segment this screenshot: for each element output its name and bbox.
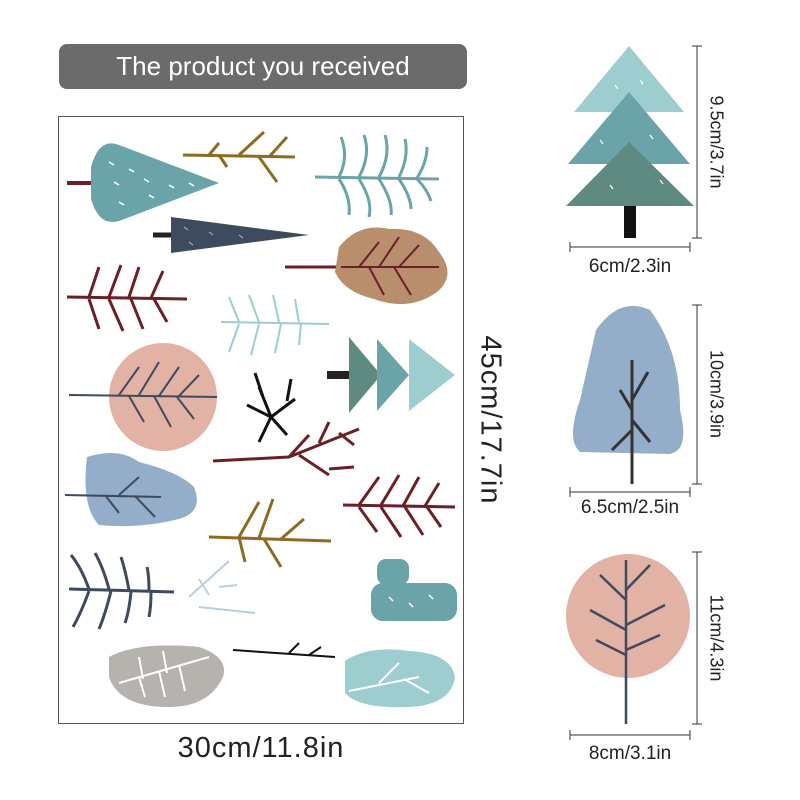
pink-round-tree-sticker [68,343,218,451]
maroon-needle-branch-2-sticker [342,474,456,538]
pine-tree-sample [566,46,694,238]
sticker-sheet [58,116,464,724]
teal-block-sticker [371,559,457,621]
navy-fan-leaf-sticker [153,217,309,253]
light-teal-fern-sticker [220,294,330,356]
pink-tree-height-label: 11cm/4.3in [706,594,727,682]
sheet-width-label: 30cm/11.8in [177,732,345,764]
product-banner: The product you received [59,44,467,89]
pine-height-label: 9.5cm/3.7in [706,95,727,189]
maroon-needle-branch-sticker [66,264,188,332]
gray-leaf-sticker [109,645,224,707]
pink-tree-width-label: 8cm/3.1in [588,743,672,764]
ochre-branch-sticker [182,130,296,183]
pine-width-label: 6cm/2.3in [588,256,672,277]
triangle-pines-sticker [327,337,455,413]
black-twig-sticker [232,642,336,658]
blue-tree-width-label: 6.5cm/2.5in [580,497,680,518]
light-blue-sprig-sticker [188,560,256,614]
teal-fern-sticker [314,134,440,218]
teal-bush-sticker [345,649,455,708]
dimension-lines [569,45,702,740]
blue-tree-sample [573,305,684,484]
navy-fern-sticker [68,552,175,630]
blue-tree-height-label: 10cm/3.9in [706,349,727,439]
brown-leafy-tree-sticker [285,227,448,305]
sticker-sheet-art [64,130,457,708]
maroon-branch-sticker [212,421,360,477]
black-branch-tree-sticker [246,372,296,443]
teal-fan-leaf-sticker [67,143,219,223]
blue-blob-tree-sticker [64,453,197,527]
ochre-branch-2-sticker [208,498,332,568]
pink-round-tree-sample [566,554,690,724]
